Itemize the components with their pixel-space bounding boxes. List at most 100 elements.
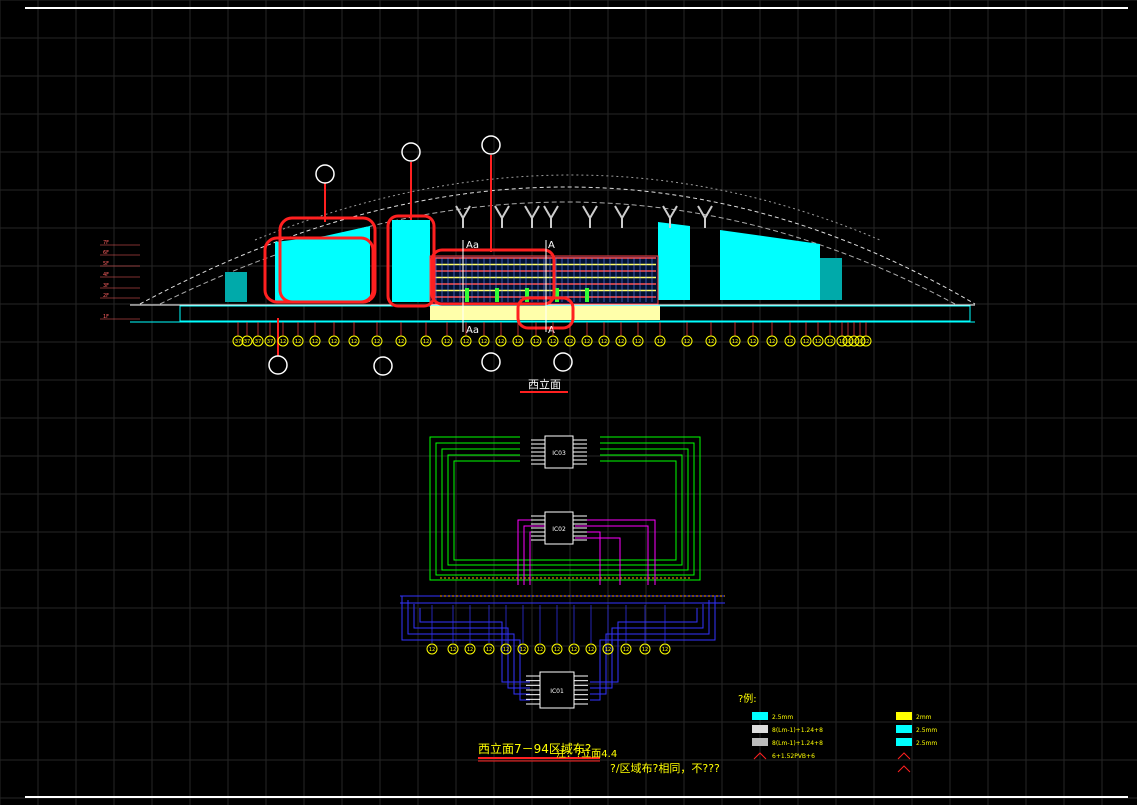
axis-bubble — [729, 335, 741, 347]
axis-bubble — [512, 335, 524, 347]
axis-bubble — [441, 335, 453, 347]
legend-item-text: 8(Lm-1)+1.24+8 — [772, 727, 823, 734]
axis-bubble — [705, 335, 717, 347]
axis-bubble-label: 12 — [312, 339, 318, 345]
axis-bubble — [598, 335, 610, 347]
axis-bubble-label: 12 — [567, 339, 573, 345]
axis-bubble — [464, 643, 476, 655]
axis-bubble-label: 12 — [623, 647, 629, 653]
legend-item-text: 2.5mm — [916, 727, 937, 734]
axis-bubble — [395, 335, 407, 347]
axis-bubble — [766, 335, 778, 347]
axis-bubble — [747, 335, 759, 347]
axis-bubble-label: 12 — [642, 647, 648, 653]
axis-bubble — [495, 335, 507, 347]
axis-bubble-label: 12 — [584, 339, 590, 345]
axis-bubble-label: 12 — [588, 647, 594, 653]
chip-label: IC03 — [552, 450, 566, 457]
magenta-wiring — [517, 519, 656, 585]
axis-bubble — [568, 643, 580, 655]
notes-block: 西立面7－94区域布? 注：?立面4.4 ?/区域布?相同，不??? — [478, 741, 720, 775]
axis-bubble — [551, 643, 563, 655]
level-label: 7F — [103, 240, 109, 246]
axis-bubble — [241, 335, 253, 347]
axis-bubble-label: 37 — [235, 339, 241, 345]
green-wiring — [429, 436, 701, 581]
roof-arch-mid — [254, 174, 881, 241]
axis-bubble-label: 12 — [537, 647, 543, 653]
axis-bubble — [232, 335, 244, 347]
axis-bubble-label: 12 — [863, 339, 869, 345]
axis-bubble — [348, 335, 360, 347]
axis-bubble-label: 12 — [618, 339, 624, 345]
axis-bubble-label: 12 — [374, 339, 380, 345]
axis-bubble — [420, 335, 432, 347]
section-mark-right-bottom: A — [548, 325, 555, 336]
legend-item-text: 8(Lm-1)+1.24+8 — [772, 740, 823, 747]
axis-bubble — [530, 335, 542, 347]
axis-bubble-label: 37 — [244, 339, 250, 345]
axis-bubble — [836, 335, 848, 347]
axis-bubble-label: 12 — [708, 339, 714, 345]
axis-bubble-label: 12 — [331, 339, 337, 345]
axis-bubble — [426, 643, 438, 655]
axis-bubble — [264, 335, 276, 347]
axis-bubble — [547, 335, 559, 347]
axis-bubble — [277, 335, 289, 347]
axis-bubble-label: 12 — [533, 339, 539, 345]
axis-bubble-label: 37 — [255, 339, 261, 345]
y-columns — [455, 205, 713, 228]
legend-swatch — [752, 712, 768, 720]
center-facade — [429, 255, 659, 305]
axis-bubble — [328, 335, 340, 347]
axis-bubble-label: 12 — [635, 339, 641, 345]
axis-bubble — [860, 335, 872, 347]
axis-bubble — [854, 335, 866, 347]
axis-bubble — [848, 335, 860, 347]
notes-line-2: ?/区域布?相同，不??? — [610, 762, 720, 775]
axis-bubble — [784, 335, 796, 347]
axis-bubble-label: 12 — [803, 339, 809, 345]
axis-bubble-label: 12 — [662, 647, 668, 653]
axis-bubble-label: 12 — [827, 339, 833, 345]
axis-bubble-label: 12 — [486, 647, 492, 653]
axis-bubble — [292, 335, 304, 347]
axis-bubble — [500, 643, 512, 655]
axis-bubble — [585, 643, 597, 655]
axis-bubble — [309, 335, 321, 347]
axis-bubble — [615, 335, 627, 347]
legend-swatch — [897, 765, 911, 773]
legend-item-text: 2mm — [916, 714, 932, 721]
legend-swatch — [896, 725, 912, 733]
legend-swatch — [752, 725, 768, 733]
axis-bubble — [639, 643, 651, 655]
legend-item-text: 2.5mm — [772, 714, 793, 721]
axis-bubble-label: 12 — [280, 339, 286, 345]
center-podium — [430, 306, 660, 320]
leader-lines — [277, 155, 492, 356]
left-wing-mass — [275, 226, 370, 302]
axis-bubble-label: 12 — [851, 339, 857, 345]
axis-bubble-label: 12 — [450, 647, 456, 653]
axis-bubble-label: 12 — [601, 339, 607, 345]
axis-bubble-label: 12 — [467, 647, 473, 653]
right-side-block — [820, 258, 842, 300]
legend-item-text: 6+1.52PVB+6 — [772, 753, 815, 760]
axis-bubble-label: 12 — [571, 647, 577, 653]
elevation-title: 西立面 — [528, 377, 561, 391]
axis-bubble — [252, 335, 264, 347]
axis-bubble-label: 12 — [857, 339, 863, 345]
axis-bubble — [654, 335, 666, 347]
axis-bubble — [447, 643, 459, 655]
level-label: 3F — [103, 283, 109, 289]
legend-swatch — [753, 752, 767, 760]
axis-bubble — [517, 643, 529, 655]
axis-bubble-label: 12 — [769, 339, 775, 345]
